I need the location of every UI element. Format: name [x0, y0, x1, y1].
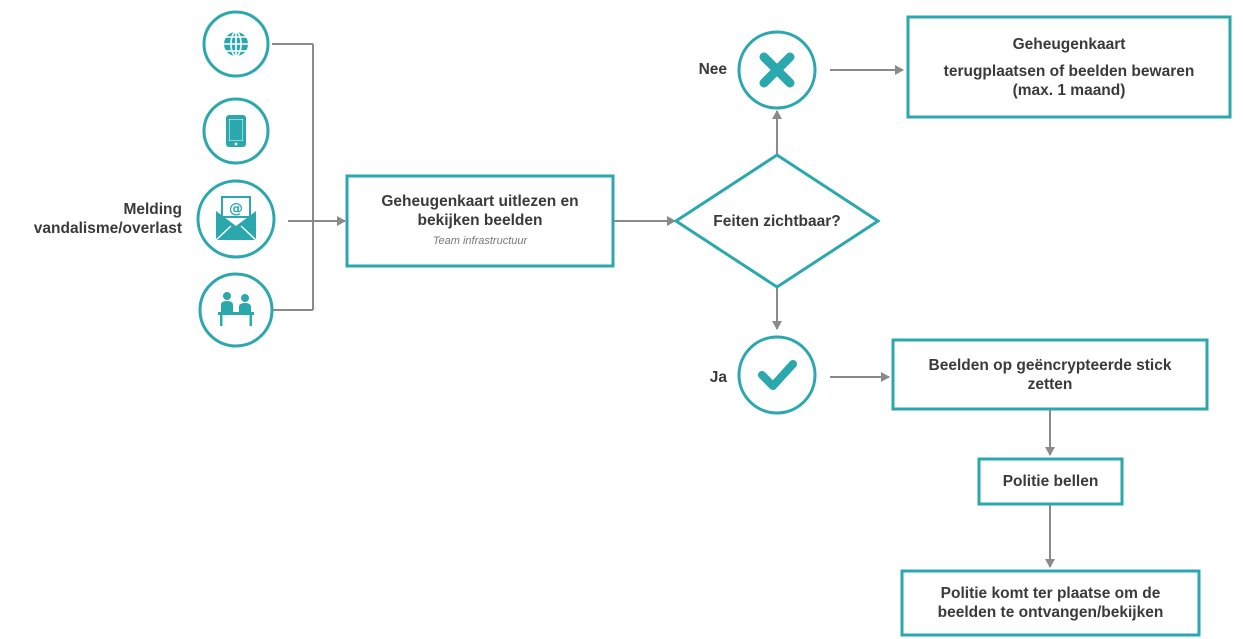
process-text: Geheugenkaart uitlezen en bekijken beeld…	[350, 179, 610, 263]
channel-connectors	[272, 43, 346, 311]
svg-text:@: @	[229, 201, 243, 217]
no-result-text: Geheugenkaart terugplaatsen of beelden b…	[911, 20, 1227, 114]
step1-text: Beelden op geëncrypteerde stick zetten	[896, 343, 1204, 406]
process-box	[345, 174, 615, 268]
no-result-box	[906, 15, 1232, 119]
tablet-icon	[226, 115, 246, 147]
process-title: Geheugenkaart uitlezen en bekijken beeld…	[381, 192, 579, 229]
step1-box	[891, 338, 1209, 411]
yes-label: Ja	[709, 369, 727, 386]
step3-label: Politie komt ter plaatse om de beelden t…	[937, 585, 1164, 621]
channel-email: @	[196, 179, 276, 259]
yes-circle	[737, 335, 817, 415]
step3-box	[900, 569, 1201, 637]
checkmark-icon	[758, 360, 797, 390]
decision-question: Feiten zichtbaar?	[713, 212, 841, 230]
step2-box	[977, 457, 1124, 506]
no-result-line3: (max. 1 maand)	[1012, 81, 1126, 99]
channel-tablet	[202, 97, 270, 165]
step3-text: Politie komt ter plaatse om de beelden t…	[905, 574, 1196, 632]
channel-counter	[198, 272, 274, 348]
source-label: Melding vandalisme/overlast	[33, 201, 182, 237]
channel-globe	[202, 10, 270, 78]
decision-diamond	[673, 153, 881, 289]
cross-icon	[759, 52, 795, 88]
no-result-line2: terugplaatsen of beelden bewaren	[943, 62, 1195, 80]
step1-label: Beelden op geëncrypteerde stick zetten	[928, 356, 1172, 393]
no-circle	[737, 30, 817, 110]
process-team: Team infrastructuur	[432, 234, 528, 247]
no-result-line1: Geheugenkaart	[1012, 35, 1126, 53]
globe-icon	[224, 31, 248, 57]
no-label: Nee	[698, 61, 727, 78]
email-envelope-icon: @	[215, 196, 257, 241]
people-desk-icon	[218, 292, 254, 326]
step2-text: Politie bellen	[1002, 473, 1099, 490]
